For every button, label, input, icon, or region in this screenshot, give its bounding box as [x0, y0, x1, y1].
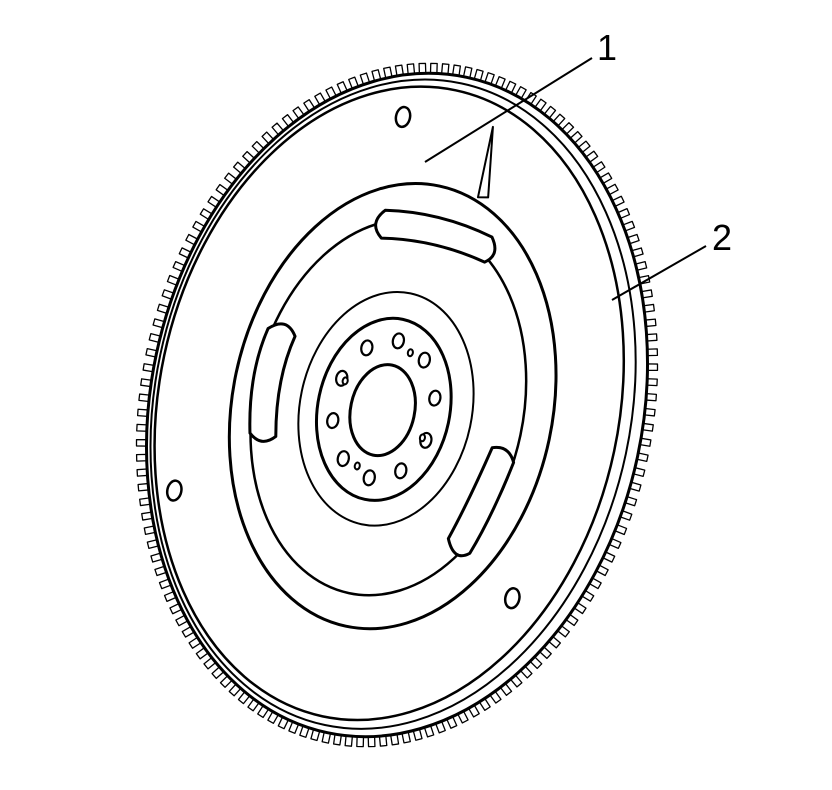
- callout-leader-1: [424, 57, 593, 163]
- bolt-hole: [394, 462, 408, 480]
- stiffener-slot-top: [374, 208, 497, 264]
- bolt-hole: [391, 332, 406, 350]
- bolt-hole: [336, 450, 350, 468]
- bolt-hole: [428, 389, 442, 407]
- balance-hole-bottom-right: [503, 587, 521, 610]
- callout-1: 1: [597, 27, 617, 68]
- callout-leader-2: [611, 245, 707, 301]
- dowel-hole: [406, 348, 414, 358]
- timing-mark: [476, 125, 494, 199]
- bolt-hole: [362, 469, 376, 487]
- bolt-hole: [326, 412, 340, 430]
- dowel-hole: [353, 461, 361, 471]
- stiffener-slot-left: [248, 322, 297, 443]
- dowel-hole: [341, 376, 349, 386]
- stiffener-slot-bottom-right: [446, 445, 516, 558]
- dowel-hole: [418, 433, 426, 443]
- crank-bolt-holes: [326, 332, 442, 487]
- bolt-hole: [360, 339, 374, 357]
- hub-center-bore: [348, 363, 417, 458]
- balance-hole-top: [394, 105, 412, 129]
- balance-hole-left: [165, 479, 183, 502]
- bolt-hole: [417, 351, 432, 369]
- callout-2: 2: [712, 217, 732, 258]
